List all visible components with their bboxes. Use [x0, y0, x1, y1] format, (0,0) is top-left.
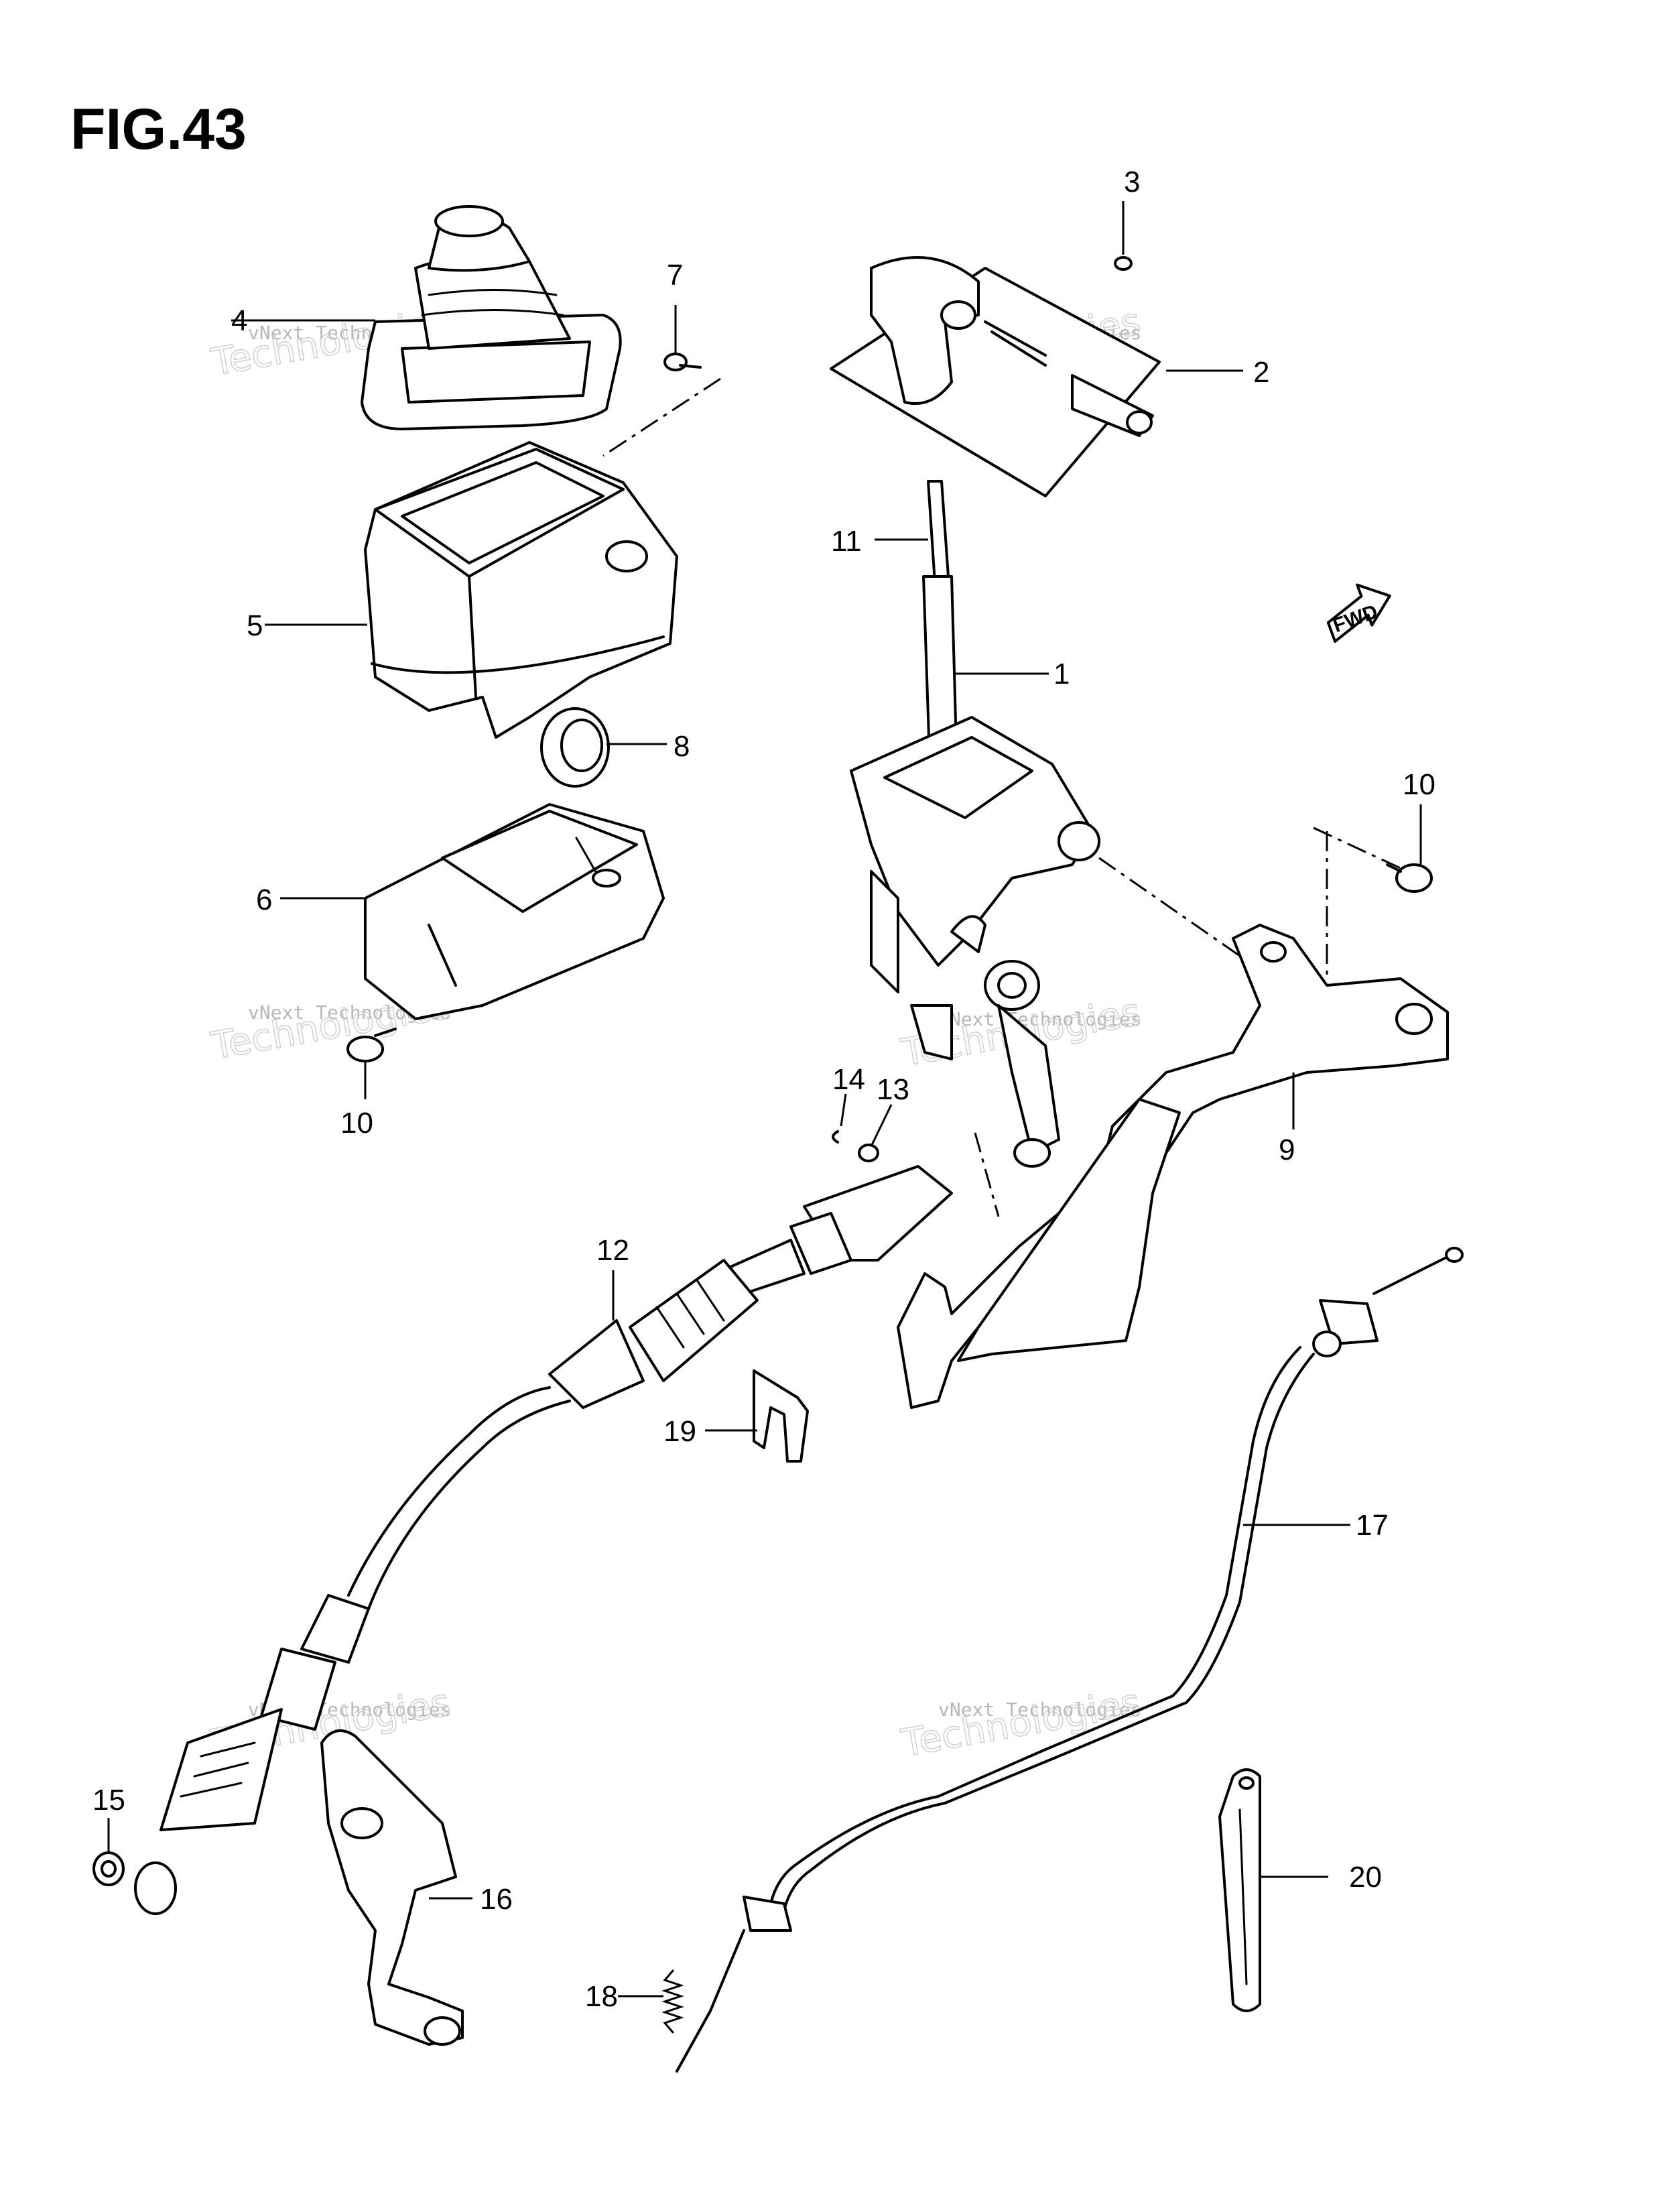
console-cover-upper — [364, 441, 678, 739]
dash-line — [1098, 857, 1254, 967]
callout-11: 11 — [831, 525, 862, 558]
screw-3 — [1114, 201, 1133, 271]
callout-17: 17 — [1356, 1509, 1389, 1542]
washer-13 — [858, 1144, 879, 1162]
callouts: 3 7 4 2 11 5 1 8 10 6 10 14 13 9 12 19 1… — [92, 166, 1435, 2013]
shifter-base — [850, 716, 1100, 1168]
callout-18: 18 — [585, 1980, 618, 2013]
callout-2: 2 — [1253, 356, 1269, 389]
callout-14: 14 — [832, 1063, 865, 1096]
watermark-text: vNext Technologies — [938, 1008, 1141, 1030]
callout-12: 12 — [596, 1234, 629, 1267]
lever-16 — [320, 1729, 464, 2046]
clip-14 — [832, 1130, 839, 1144]
callout-7: 7 — [667, 259, 683, 292]
spring-18 — [661, 1969, 684, 2034]
shift-boot — [361, 205, 622, 430]
callout-13: 13 — [877, 1073, 909, 1106]
callout-16: 16 — [480, 1883, 513, 1916]
callout-10-left: 10 — [340, 1107, 373, 1140]
clip-19 — [753, 1369, 809, 1463]
watermark-text: vNext Technologies — [938, 1699, 1141, 1721]
control-cable — [676, 1247, 1464, 2073]
knob-inset — [830, 256, 1161, 497]
callout-10-right: 10 — [1403, 768, 1435, 801]
callout-1: 1 — [1053, 658, 1070, 690]
callout-9: 9 — [1279, 1133, 1295, 1166]
dash-line — [602, 377, 721, 457]
callout-15: 15 — [92, 1784, 125, 1817]
figure-title: FIG.43 — [70, 97, 247, 162]
bolt-10-right — [1386, 863, 1433, 893]
shift-cable — [134, 1165, 953, 1915]
fwd-badge: FWD — [1326, 583, 1391, 643]
callout-4: 4 — [231, 304, 247, 337]
callout-6: 6 — [256, 883, 272, 916]
callout-3: 3 — [1124, 166, 1140, 198]
console-cover-lower — [364, 803, 665, 1020]
screw-7 — [663, 353, 702, 371]
nut-15 — [92, 1851, 125, 1886]
strap-20 — [1218, 1768, 1261, 2012]
dash-line — [1313, 826, 1408, 873]
bracket — [897, 924, 1449, 1409]
callout-5: 5 — [247, 609, 263, 642]
leader-lines — [107, 305, 1422, 1998]
callout-8: 8 — [674, 730, 690, 763]
grommet — [540, 707, 610, 788]
callout-20: 20 — [1349, 1861, 1382, 1894]
dash-line — [974, 1132, 1000, 1217]
callout-19: 19 — [663, 1415, 696, 1448]
